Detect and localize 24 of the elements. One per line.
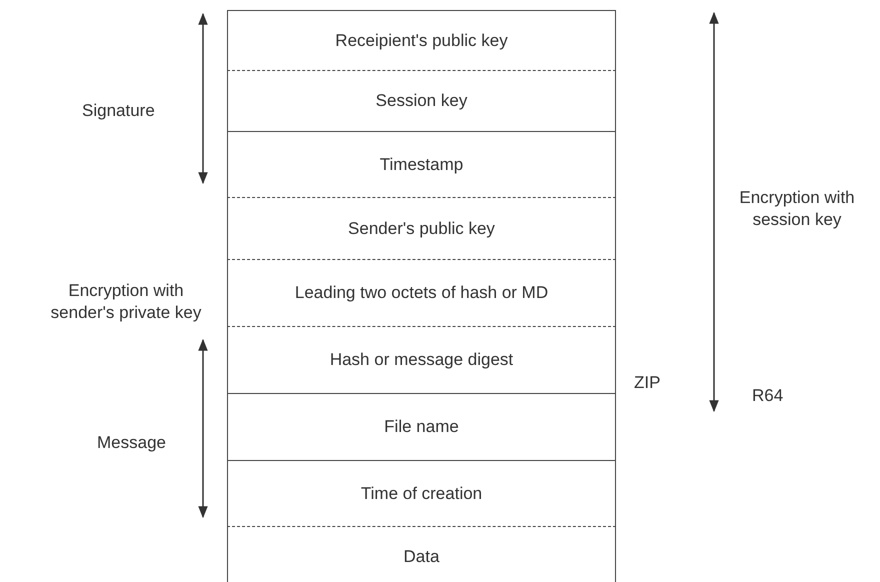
field-name: File name (384, 417, 459, 437)
range-label: ZIP (634, 372, 662, 394)
field-row (227, 70, 616, 131)
field-row (227, 10, 616, 70)
range-label: R64 (752, 385, 784, 407)
field-name: Leading two octets of hash or MD (294, 283, 548, 303)
range-label: Encryption with session key (738, 187, 856, 231)
field-name: Sender's public key (348, 218, 495, 238)
field-name: Hash or message digest (330, 350, 514, 370)
field-row (227, 131, 616, 197)
field-name: Data (404, 546, 440, 566)
field-row (227, 197, 616, 259)
field-row (227, 259, 616, 326)
range-label: Signature (82, 100, 156, 122)
field-name: Receipient's public key (335, 30, 508, 50)
field-row (227, 326, 616, 393)
field-name: Timestamp (380, 154, 464, 174)
field-row (227, 526, 616, 582)
range-label: Encryption with sender's private key (50, 280, 202, 324)
field-row (227, 393, 616, 460)
field-row (227, 460, 616, 526)
field-name: Time of creation (360, 484, 482, 504)
field-name: Session key (376, 91, 468, 111)
range-label: Message (97, 432, 167, 454)
